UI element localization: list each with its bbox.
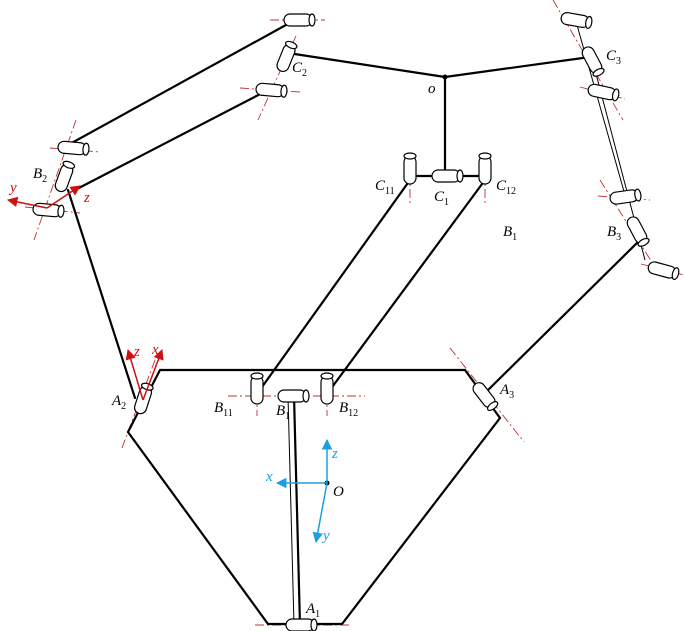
label-a3: A3 — [499, 382, 514, 401]
label-c1: C1 — [434, 189, 449, 208]
links — [66, 18, 646, 627]
label-O: O — [333, 484, 344, 500]
joints — [32, 12, 680, 631]
frame-base-x-label: x — [265, 469, 273, 485]
frame-b2-z-label: z — [83, 190, 90, 206]
label-c2: C2 — [292, 60, 307, 79]
base-platform — [126, 368, 502, 626]
frame-b2-y-label: y — [8, 180, 17, 196]
label-b11: B11 — [214, 400, 233, 419]
label-b1: B1 — [276, 403, 290, 422]
label-c3: C3 — [606, 48, 621, 67]
frame-a2: z x — [125, 342, 164, 401]
label-b1-upper: B1 — [503, 224, 517, 243]
joint-axes — [24, 0, 685, 626]
frame-b2: y z — [6, 180, 90, 209]
label-b3: B3 — [607, 224, 621, 243]
label-b12: B12 — [339, 400, 358, 419]
label-b2: B2 — [33, 166, 47, 185]
link-o-c3 — [443, 55, 592, 79]
link-c2-o — [286, 51, 447, 79]
label-a2: A2 — [111, 393, 126, 412]
frame-base-z-label: z — [331, 446, 338, 462]
label-a1: A1 — [305, 601, 320, 620]
labels: o C2 C3 C11 C1 C12 B1 B2 B3 B11 B1 B12 A… — [33, 48, 621, 620]
frame-base: x z y — [265, 438, 338, 544]
frame-base-y-label: y — [321, 528, 330, 544]
frame-a2-x-label: x — [151, 342, 159, 358]
label-c11: C11 — [375, 178, 395, 197]
frame-a2-z-label: z — [133, 344, 140, 360]
label-o: o — [428, 81, 436, 97]
label-c12: C12 — [496, 178, 516, 197]
